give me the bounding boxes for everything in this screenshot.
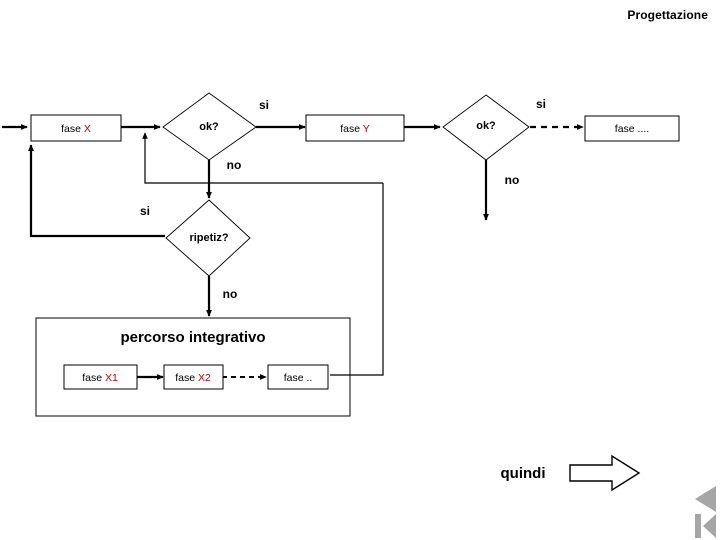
edge-label-okA-si: si <box>259 98 269 112</box>
connector-trunk-right <box>330 183 384 376</box>
node-faseX2[interactable]: fase X2 <box>163 364 224 390</box>
first-slide-icon[interactable] <box>695 514 716 538</box>
node-faseX-accent: X <box>84 123 91 135</box>
node-gruppo-percorso-integrativo[interactable]: percorso integrativo <box>35 317 351 417</box>
node-faseX1-label: fase <box>82 372 105 384</box>
node-faseX1-accent: X1 <box>105 372 118 384</box>
node-faseDd-label: fase .. <box>284 372 313 384</box>
node-faseX1[interactable]: fase X1 <box>63 364 138 390</box>
edge-label-okB-si: si <box>536 97 546 111</box>
node-faseDots[interactable]: fase .... <box>584 115 680 142</box>
edge-label-okB-no: no <box>505 173 520 187</box>
svg-text:fase X2: fase X2 <box>175 372 211 384</box>
node-faseX2-accent: X2 <box>198 372 211 384</box>
quindi-label: quindi <box>501 465 546 482</box>
node-okB[interactable]: ok? <box>442 94 530 161</box>
connector-return-to-okA <box>142 132 383 184</box>
node-faseX2-label: fase <box>175 372 198 384</box>
node-faseX-label: fase <box>61 123 84 135</box>
svg-text:fase ....: fase .... <box>615 123 649 135</box>
svg-text:fase X1: fase X1 <box>82 372 118 384</box>
svg-text:fase Y: fase Y <box>340 123 370 135</box>
node-faseDots-label: fase .... <box>615 123 649 135</box>
svg-text:fase ..: fase .. <box>284 372 313 384</box>
right-block-arrow <box>569 454 641 492</box>
page-title: Progettazione <box>627 8 708 22</box>
node-okA-label: ok? <box>199 121 219 133</box>
node-ripetiz-label: ripetiz? <box>189 232 228 244</box>
gruppo-title: percorso integrativo <box>120 329 265 346</box>
node-faseY-accent: Y <box>363 123 370 135</box>
node-faseDd[interactable]: fase .. <box>267 364 329 390</box>
node-okA[interactable]: ok? <box>162 92 257 161</box>
connector-ripetiz-si-to-faseX <box>27 144 165 238</box>
node-faseY[interactable]: fase Y <box>305 114 405 142</box>
node-okB-label: ok? <box>476 120 496 132</box>
previous-slide-icon[interactable] <box>695 486 716 512</box>
edge-label-ripetiz-no: no <box>223 287 238 301</box>
edge-label-ripetiz-si: si <box>140 204 150 218</box>
edge-label-okA-no: no <box>227 158 242 172</box>
node-faseY-label: fase <box>340 123 363 135</box>
node-faseX[interactable]: fase X <box>30 114 122 142</box>
node-ripetiz[interactable]: ripetiz? <box>165 199 251 277</box>
svg-text:fase X: fase X <box>61 123 91 135</box>
